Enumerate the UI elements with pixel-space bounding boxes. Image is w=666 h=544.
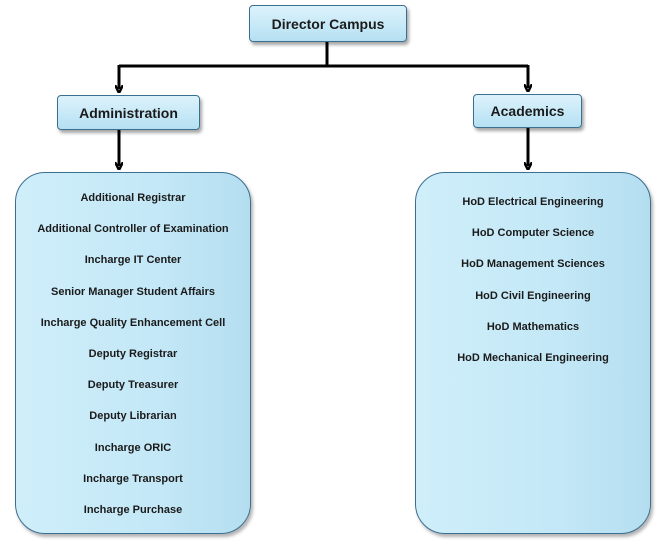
- list-item: HoD Computer Science: [471, 227, 595, 240]
- list-item: Incharge ORIC: [94, 441, 172, 454]
- administration-node: Administration: [57, 95, 200, 130]
- list-item: Incharge Purchase: [83, 503, 183, 516]
- list-item: Deputy Registrar: [88, 347, 178, 360]
- list-item: Additional Registrar: [80, 192, 186, 204]
- list-item: Senior Manager Student Affairs: [50, 285, 215, 298]
- director-campus-label: Director Campus: [271, 15, 385, 32]
- administration-list: Additional Registrar Additional Controll…: [16, 173, 250, 532]
- academics-list: HoD Electrical Engineering HoD Computer …: [416, 173, 650, 380]
- list-item: Incharge Transport: [83, 472, 183, 485]
- academics-label: Academics: [490, 103, 565, 119]
- list-item: Incharge Quality Enhancement Cell: [40, 316, 226, 329]
- director-campus-node: Director Campus: [249, 5, 407, 42]
- list-item: HoD Mathematics: [486, 320, 580, 333]
- academics-panel: HoD Electrical Engineering HoD Computer …: [415, 172, 651, 534]
- list-item: Deputy Librarian: [89, 410, 177, 423]
- list-item: Additional Controller of Examination: [37, 223, 229, 236]
- administration-panel: Additional Registrar Additional Controll…: [15, 172, 251, 534]
- academics-node: Academics: [473, 94, 582, 128]
- list-item: Deputy Treasurer: [87, 379, 179, 392]
- list-item: HoD Civil Engineering: [475, 289, 591, 302]
- list-item: HoD Electrical Engineering: [462, 196, 604, 208]
- list-item: HoD Management Sciences: [461, 258, 605, 271]
- list-item: HoD Mechanical Engineering: [457, 351, 609, 364]
- list-item: Incharge IT Center: [84, 254, 182, 267]
- administration-label: Administration: [79, 104, 178, 121]
